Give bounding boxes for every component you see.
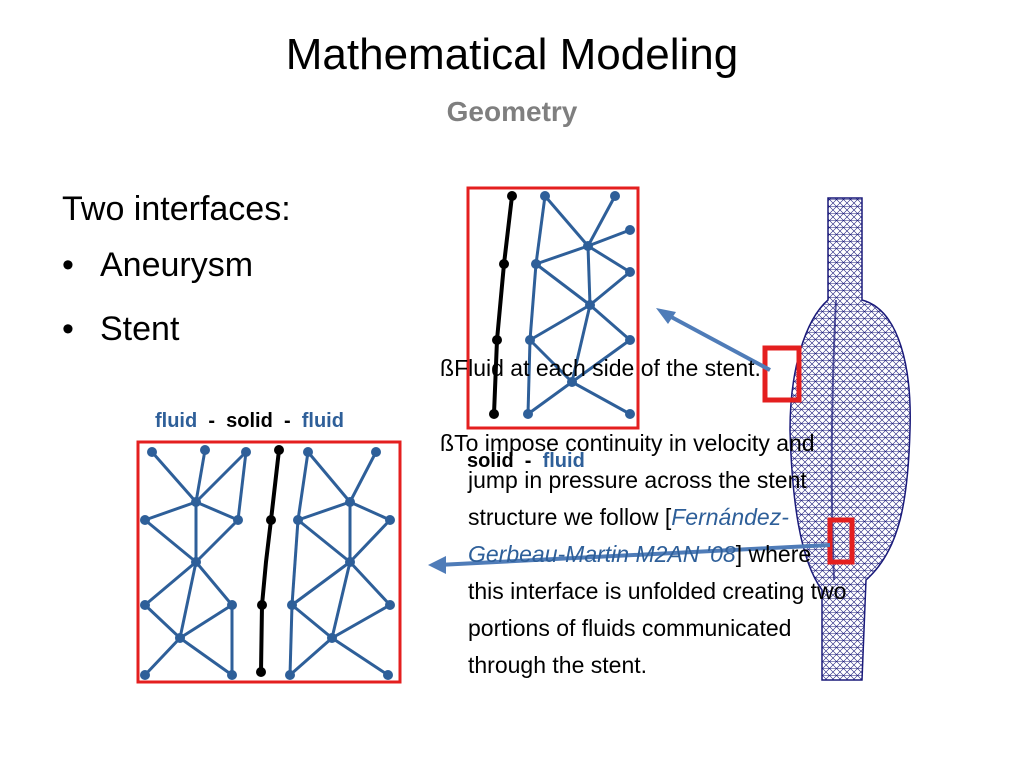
note-line-3-text: structure we follow [ xyxy=(468,504,672,530)
bullet-stent: • Stent xyxy=(62,312,291,346)
label-dash-2: - xyxy=(283,410,291,432)
note-line-6: portions of fluids communicated xyxy=(468,615,792,641)
note-line-4-text: ] where xyxy=(735,541,812,567)
aneurysm-highlight-box-upper xyxy=(762,345,802,403)
bullet-aneurysm-label: Aneurysm xyxy=(100,246,254,284)
bottom-mesh-edges xyxy=(143,449,392,677)
note-continuity: ßTo impose continuity in velocity and ju… xyxy=(440,425,960,684)
bottom-solid-line xyxy=(259,449,281,673)
note-line-1: ßTo impose continuity in velocity and xyxy=(440,425,960,462)
bottom-diagram-labels: fluid - solid - fluid xyxy=(155,410,344,433)
top-mesh-nodes xyxy=(523,191,635,419)
top-solid-line xyxy=(492,195,514,415)
bullet-dot-icon: • xyxy=(62,310,74,348)
top-mesh-diagram xyxy=(466,186,640,430)
arrow-to-bottom-frame xyxy=(437,543,831,567)
note-line-2: jump in pressure across the stent xyxy=(468,467,807,493)
bottom-solid-nodes xyxy=(256,445,284,677)
note-fluid-sides-text: Fluid at each side of the stent. xyxy=(454,355,761,381)
slide-title: Mathematical Modeling xyxy=(285,30,739,79)
bullet-stent-label: Stent xyxy=(100,310,180,348)
note-line-3: structure we follow [Fernández- xyxy=(440,499,960,536)
top-mesh-edges xyxy=(526,195,631,416)
bottom-mesh-diagram xyxy=(136,440,402,684)
label-dash-1: - xyxy=(208,410,216,432)
top-solid-nodes xyxy=(489,191,517,419)
aneurysm-highlight-box-lower xyxy=(827,517,855,565)
left-arrow-icon: ß xyxy=(440,430,455,456)
arrow-head-top xyxy=(656,308,676,324)
label-solid: solid xyxy=(226,410,273,432)
note-fluid-sides: ßFluid at each side of the stent. xyxy=(440,350,870,387)
note-line-5: this interface is unfolded creating two xyxy=(468,578,847,604)
top-frame xyxy=(466,186,640,430)
bullet-dot-icon: • xyxy=(62,246,74,284)
note-line-1-text: To impose continuity in velocity and xyxy=(454,430,815,456)
interfaces-heading: Two interfaces: xyxy=(62,190,291,228)
bottom-mesh-nodes xyxy=(140,445,395,680)
aneurysm-stent-band xyxy=(830,299,837,581)
top-diagram-labels: solid - fluid xyxy=(467,450,585,473)
interfaces-list: Two interfaces: • Aneurysm • Stent xyxy=(62,192,291,376)
label-fluid-left: fluid xyxy=(155,410,198,432)
citation-part-1: Fernández- xyxy=(671,504,789,530)
arrow-to-top-frame xyxy=(661,310,771,372)
left-arrow-icon: ß xyxy=(440,355,455,381)
slide-subtitle: Geometry xyxy=(446,96,578,127)
arrows xyxy=(428,308,831,574)
note-line-7: through the stent. xyxy=(468,652,648,678)
note-line-4: Gerbeau-Martin M2AN '08] where xyxy=(440,536,960,573)
aneurysm-vessel xyxy=(789,197,911,681)
label-top-fluid: fluid xyxy=(542,450,585,472)
aneurysm-mesh xyxy=(762,197,911,681)
label-top-solid: solid xyxy=(467,450,514,472)
label-top-dash: - xyxy=(524,450,532,472)
label-fluid-right: fluid xyxy=(301,410,344,432)
citation-part-2: Gerbeau-Martin M2AN '08 xyxy=(468,541,736,567)
bottom-frame xyxy=(136,440,402,684)
arrow-head-bottom xyxy=(428,556,446,574)
bullet-aneurysm: • Aneurysm xyxy=(62,248,291,282)
